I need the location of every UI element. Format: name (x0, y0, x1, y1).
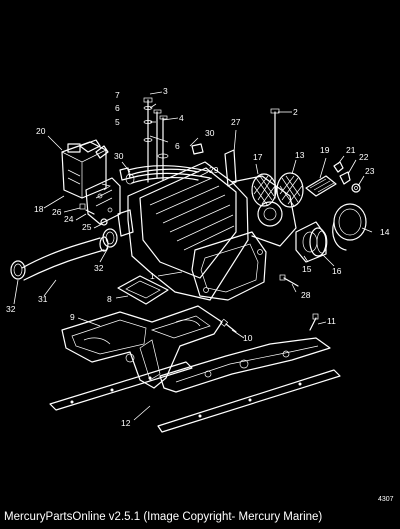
bolt-10[interactable] (220, 318, 237, 333)
callout-7: 7 (115, 90, 120, 100)
callout-16: 16 (332, 266, 342, 276)
callout-23: 23 (365, 166, 375, 176)
callout-labels: 1 2 3 4 5 6 7 6 8 9 10 11 12 13 14 15 16… (6, 86, 394, 503)
callout-30b: 30 (114, 151, 124, 161)
bolt-28[interactable] (279, 274, 299, 287)
screen-17[interactable] (251, 173, 277, 207)
callout-22: 22 (359, 152, 369, 162)
callout-28: 28 (301, 290, 311, 300)
callout-3: 3 (163, 86, 168, 96)
coolant-reservoir[interactable] (61, 139, 109, 199)
callout-24: 24 (64, 214, 74, 224)
bolt-11[interactable] (309, 313, 319, 331)
inlet-hose-31[interactable] (21, 236, 109, 281)
gasket-8[interactable] (117, 275, 169, 305)
callout-11: 11 (327, 316, 336, 326)
intake-manifold-9[interactable] (61, 305, 331, 393)
inlet-adapter-15[interactable] (295, 221, 327, 263)
leader-lines (13, 91, 373, 421)
callout-5: 5 (115, 117, 120, 127)
screen-13[interactable] (276, 172, 304, 208)
callout-31: 31 (38, 294, 48, 304)
callout-12: 12 (121, 418, 131, 428)
callout-6: 6 (115, 103, 120, 113)
callout-10: 10 (243, 333, 253, 343)
callout-32b: 32 (94, 263, 104, 273)
clip-22[interactable] (339, 171, 351, 185)
callout-8: 8 (107, 294, 112, 304)
elbow-30[interactable] (119, 143, 204, 181)
callout-14: 14 (380, 227, 390, 237)
callout-26: 26 (52, 207, 62, 217)
callout-29: 29 (209, 165, 219, 175)
copyright-footer: MercuryPartsOnline v2.5.1 (Image Copyrig… (0, 505, 400, 529)
callout-2: 2 (293, 107, 298, 117)
callout-32: 32 (6, 304, 16, 314)
callout-4: 4 (179, 113, 184, 123)
bracket-27[interactable] (224, 149, 237, 187)
hose-clamp-32[interactable] (10, 228, 118, 280)
callout-15: 15 (302, 264, 312, 274)
callout-6b: 6 (175, 141, 180, 151)
callout-1: 1 (150, 271, 155, 281)
cap-23[interactable] (351, 183, 361, 193)
callout-27: 27 (231, 117, 241, 127)
callout-19: 19 (320, 145, 330, 155)
filter-pad-19[interactable] (305, 175, 337, 197)
callout-20: 20 (36, 126, 46, 136)
washer-25[interactable] (100, 218, 108, 226)
air-filter-14[interactable] (332, 203, 367, 251)
nut-26[interactable] (79, 203, 86, 210)
callout-17: 17 (253, 152, 263, 162)
manifold-gasket-12[interactable] (49, 361, 341, 433)
callout-30: 30 (205, 128, 215, 138)
clamp-16[interactable] (309, 227, 328, 257)
mounting-bracket-18[interactable] (85, 177, 121, 225)
callout-21: 21 (346, 145, 356, 155)
callout-9: 9 (70, 312, 75, 322)
callout-25: 25 (82, 222, 92, 232)
stud-bolts[interactable] (143, 97, 280, 199)
screw-24[interactable] (85, 209, 95, 215)
exploded-parts-diagram: 1 2 3 4 5 6 7 6 8 9 10 11 12 13 14 15 16… (6, 86, 394, 503)
callout-18: 18 (34, 204, 44, 214)
callout-13: 13 (295, 150, 305, 160)
figure-number: 4307 (378, 496, 394, 503)
